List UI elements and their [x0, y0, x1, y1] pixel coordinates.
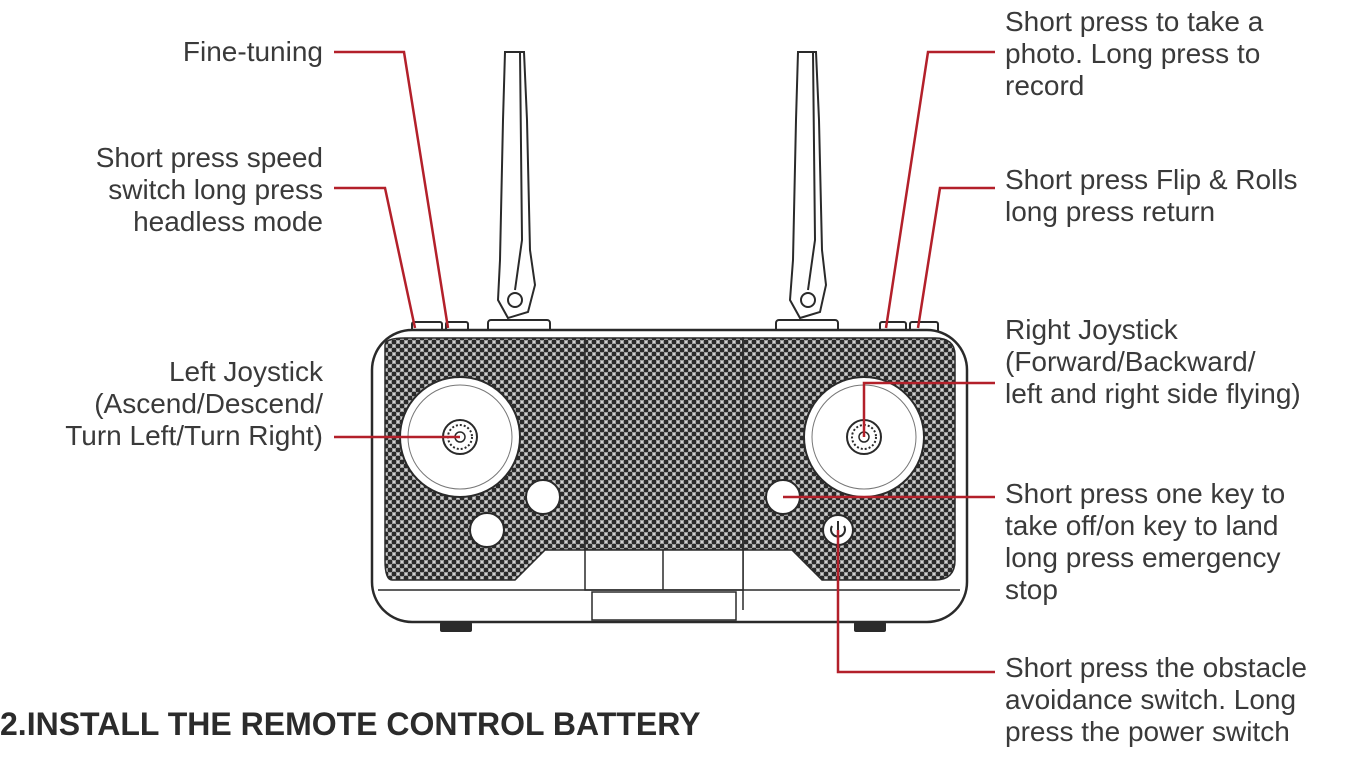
left-antenna [496, 51, 537, 320]
face-buttons [469, 479, 854, 548]
label-speed-switch: Short press speed switch long press head… [95, 142, 323, 237]
label-flip-rolls: Short press Flip & Rolls long press retu… [1005, 164, 1298, 227]
right-antenna [788, 51, 828, 320]
callout-right-joystick [862, 381, 995, 437]
callout-flip-rolls [916, 186, 995, 329]
callout-lines [334, 50, 995, 674]
section-heading: 2.INSTALL THE REMOTE CONTROL BATTERY [0, 706, 701, 742]
left-lower-button [469, 512, 505, 548]
label-takeoff-land: Short press one key to take off/on key t… [1005, 478, 1286, 605]
label-fine-tuning: Fine-tuning [182, 36, 323, 67]
callout-speed-switch [334, 186, 417, 329]
label-left-joystick: Left Joystick (Ascend/Descend/ Turn Left… [65, 356, 323, 451]
callout-photo-record [884, 50, 995, 329]
label-right-joystick: Right Joystick (Forward/Backward/ left a… [1005, 314, 1301, 409]
callout-obstacle-power [836, 530, 995, 674]
label-photo-record: Short press to take a photo. Long press … [1005, 6, 1264, 101]
label-obstacle-power: Short press the obstacle avoidance switc… [1005, 652, 1307, 747]
left-upper-button [525, 479, 561, 515]
callout-fine-tuning [334, 50, 450, 329]
